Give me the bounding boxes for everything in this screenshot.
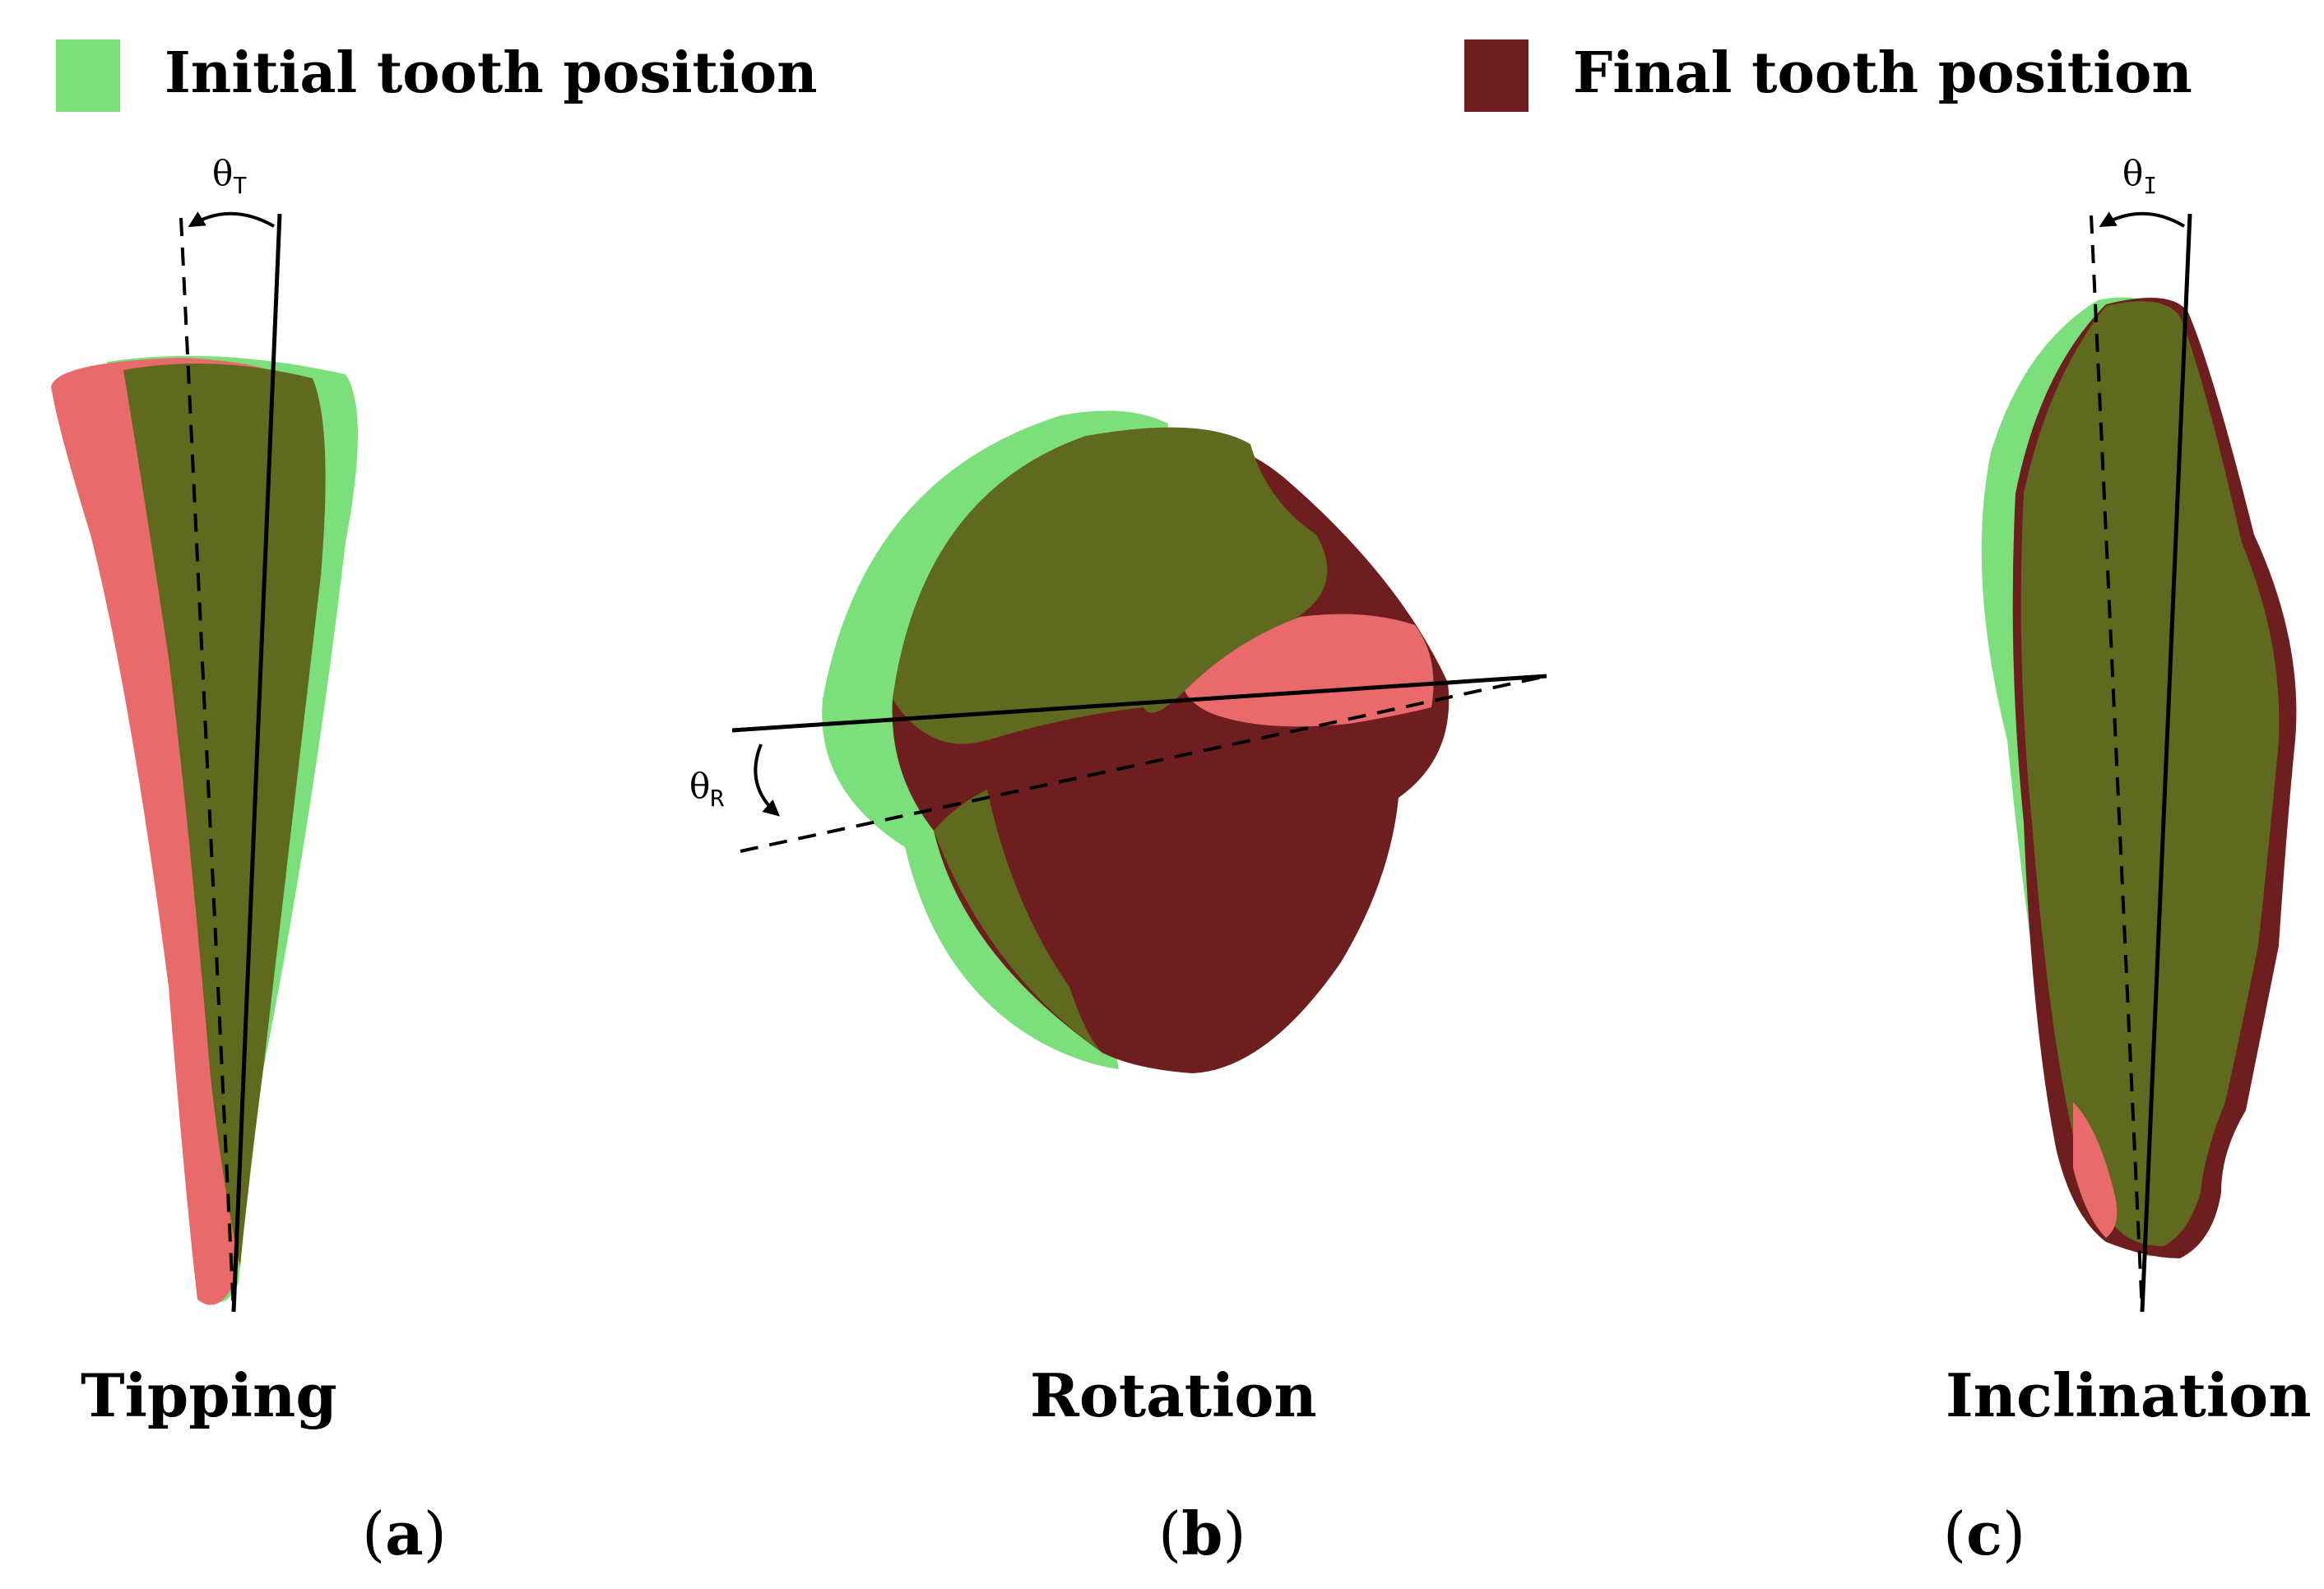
inclination-angle-arrow: [2099, 211, 2186, 228]
tipping-angle-arrow: [188, 211, 275, 228]
rotation-angle-arrow: [754, 744, 781, 817]
panel-b-rotation: θR Rotation (b): [689, 410, 1547, 1568]
panel-c-inclination: θI Inclination (c): [1943, 153, 2312, 1568]
rotation-title: Rotation: [1030, 1360, 1317, 1430]
panel-b-label: (b): [1158, 1499, 1246, 1568]
inclination-rotated-line: [2090, 215, 2144, 1313]
tipping-angle-label: θT: [212, 153, 247, 199]
legend: Initial tooth position Final tooth posit…: [56, 39, 2192, 112]
rotation-rotated-line: [740, 674, 1547, 853]
final-swatch: [1464, 39, 1528, 112]
inclination-angle-label: θI: [2122, 153, 2157, 199]
inclination-highlight: [2073, 1102, 2118, 1238]
panel-a-tipping: θT Tipping (a): [51, 153, 447, 1568]
tipping-reference-line: [231, 213, 282, 1313]
inclination-overlap-shape: [2020, 301, 2280, 1247]
rotation-overlap-lower: [934, 790, 1102, 1053]
tipping-title: Tipping: [81, 1360, 337, 1430]
rotation-reference-line: [731, 674, 1547, 733]
panel-a-label: (a): [362, 1499, 447, 1568]
initial-swatch: [56, 39, 120, 112]
rotation-highlight: [1185, 614, 1434, 727]
final-label: Final tooth position: [1573, 40, 2192, 106]
tipping-overlap-shape: [123, 364, 326, 1267]
inclination-reference-line: [2140, 213, 2192, 1313]
tipping-rotated-line: [179, 217, 235, 1313]
inclination-title: Inclination: [1946, 1360, 2312, 1430]
rotation-overlap-upper: [893, 427, 1328, 744]
rotation-angle-label: θR: [689, 766, 724, 812]
initial-label: Initial tooth position: [165, 40, 818, 106]
panel-c-label: (c): [1943, 1499, 2025, 1568]
